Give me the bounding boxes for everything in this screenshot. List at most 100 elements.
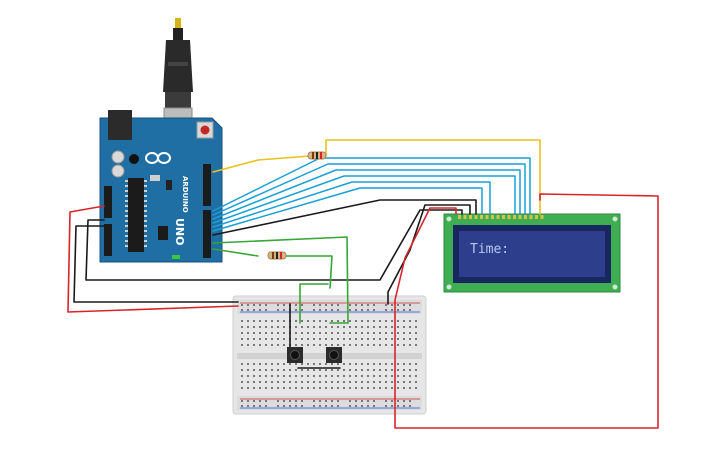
resistor-yellow-line — [307, 151, 327, 160]
hole — [301, 387, 303, 389]
wire-green — [212, 248, 259, 257]
hole — [241, 326, 243, 328]
hole — [283, 381, 285, 383]
hole — [125, 230, 128, 232]
hole — [367, 338, 369, 340]
hole — [265, 375, 267, 377]
hole — [337, 332, 339, 334]
hole — [295, 320, 297, 322]
hole — [125, 220, 128, 222]
hole — [485, 215, 489, 219]
hole — [277, 344, 279, 346]
hole — [367, 304, 369, 306]
hole — [349, 381, 351, 383]
breadboard-holes — [241, 304, 417, 407]
hole — [247, 304, 249, 306]
hole — [259, 405, 261, 407]
hole — [403, 309, 405, 311]
hole — [125, 190, 128, 192]
wire-yellow — [212, 155, 311, 173]
hole — [319, 405, 321, 407]
hole — [125, 200, 128, 202]
hole — [518, 215, 522, 219]
hole — [301, 338, 303, 340]
hole — [355, 387, 357, 389]
hole — [337, 326, 339, 328]
hole — [331, 375, 333, 377]
hole — [385, 320, 387, 322]
hole — [325, 326, 327, 328]
hole — [265, 369, 267, 371]
hole — [144, 210, 147, 212]
hole — [144, 245, 147, 247]
hole — [391, 400, 393, 402]
hole — [343, 381, 345, 383]
hole — [313, 369, 315, 371]
hole — [313, 309, 315, 311]
hole — [259, 326, 261, 328]
hole — [337, 400, 339, 402]
hole — [307, 375, 309, 377]
hole — [337, 387, 339, 389]
hole — [271, 375, 273, 377]
hole — [349, 309, 351, 311]
hole — [409, 387, 411, 389]
hole — [259, 375, 261, 377]
hole — [337, 304, 339, 306]
hole — [355, 309, 357, 311]
hole — [253, 405, 255, 407]
hole — [343, 369, 345, 371]
hole — [391, 326, 393, 328]
hole — [415, 338, 417, 340]
hole — [463, 215, 467, 219]
hole — [259, 381, 261, 383]
hole — [409, 320, 411, 322]
hole — [301, 369, 303, 371]
hole — [295, 344, 297, 346]
hole — [241, 363, 243, 365]
hole — [241, 400, 243, 402]
hole — [361, 369, 363, 371]
hole — [496, 215, 500, 219]
hole — [144, 235, 147, 237]
hole — [349, 363, 351, 365]
hole — [253, 381, 255, 383]
hole — [283, 369, 285, 371]
wire-red — [67, 205, 239, 313]
hole — [337, 369, 339, 371]
hole — [373, 309, 375, 311]
hole — [265, 332, 267, 334]
wire-blue — [212, 175, 516, 224]
hole — [241, 338, 243, 340]
hole — [491, 215, 494, 219]
hole — [295, 304, 297, 306]
hole — [247, 320, 249, 322]
hole — [331, 320, 333, 322]
hole — [391, 344, 393, 346]
hole — [415, 387, 417, 389]
hole — [319, 304, 321, 306]
hole — [403, 332, 405, 334]
hole — [409, 338, 411, 340]
hole — [319, 363, 321, 365]
wire-green — [299, 283, 329, 324]
hole — [367, 387, 369, 389]
hole — [331, 309, 333, 311]
hole — [319, 369, 321, 371]
hole — [361, 326, 363, 328]
hole — [271, 338, 273, 340]
hole — [529, 215, 533, 219]
chip-pins — [125, 180, 147, 247]
hole — [409, 309, 411, 311]
hole — [125, 225, 128, 227]
hole — [295, 387, 297, 389]
hole — [241, 332, 243, 334]
hole — [265, 400, 267, 402]
hole — [355, 381, 357, 383]
hole — [403, 304, 405, 306]
hole — [373, 326, 375, 328]
hole — [343, 363, 345, 365]
hole — [325, 381, 327, 383]
hole — [379, 369, 381, 371]
hole — [313, 344, 315, 346]
